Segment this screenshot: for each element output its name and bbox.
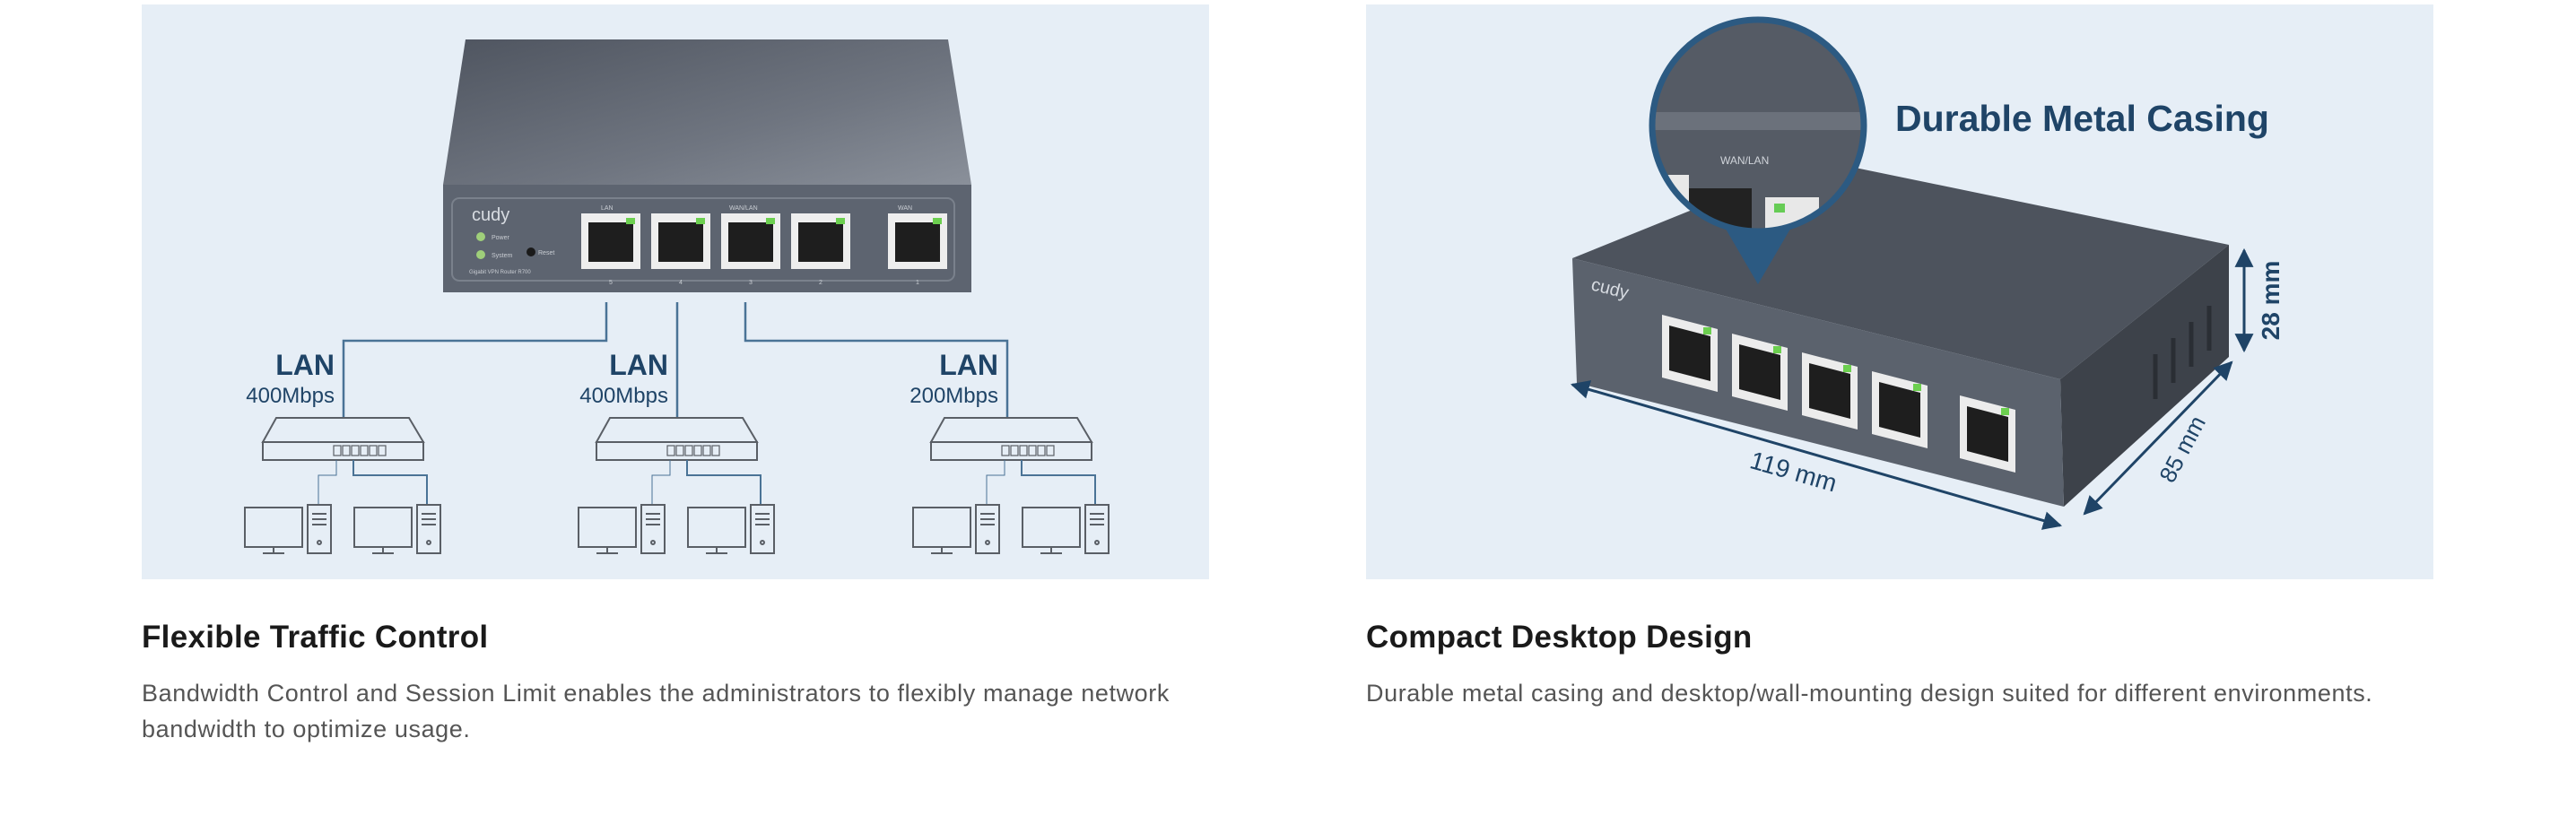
model-label: Gigabit VPN Router R700 [469,270,531,275]
computer-icon [912,504,1000,554]
ethernet-port: 2 [791,213,850,286]
switch-icon [261,417,425,461]
computer-icon [244,504,332,554]
ethernet-port [1662,315,1718,392]
feature-description: Bandwidth Control and Session Limit enab… [142,680,1170,742]
zoom-wanlan-label: WAN/LAN [1720,154,1769,167]
ethernet-port: 4 [651,213,710,286]
router-device: cudy Power System Reset Gigabit VPN Rout… [443,39,971,292]
ethernet-port: 5 [581,213,640,286]
reset-label: Reset [538,250,554,256]
speed-label: 400Mbps [246,384,335,408]
brand-logo: cudy [472,205,509,225]
zoom-callout: WAN/LAN [1649,16,1867,284]
system-led-label: System [492,253,513,259]
height-label: 28 mm [2257,261,2284,341]
computer-icon [1022,504,1110,554]
wan-port-label: WAN [898,205,912,212]
computer-icon [578,504,666,554]
lan-branch: LAN 400Mbps [244,349,441,554]
port-number: 1 [916,280,919,286]
power-led-label: Power [492,235,510,241]
computer-icon [353,504,441,554]
port-number: 4 [679,280,683,286]
port-number: 5 [609,280,613,286]
feature-description: Durable metal casing and desktop/wall-mo… [1366,680,2373,707]
network-topology: LAN 400Mbps LAN 400Mbps LAN 200Mbps [244,302,1110,554]
traffic-control-diagram: cudy Power System Reset Gigabit VPN Rout… [142,4,1209,579]
feature-title: Compact Desktop Design [1366,620,1753,655]
port-number: 2 [819,280,822,286]
lan-branch: LAN 400Mbps [578,349,775,554]
lan-label: LAN [939,349,998,381]
router-device-3d: cudy [1572,160,2229,507]
lan-label: LAN [609,349,668,381]
dimension-height: 28 mm [2234,247,2284,353]
switch-icon [929,417,1093,461]
ethernet-port: 3 [721,213,780,286]
wanlan-port-label: WAN/LAN [729,205,758,212]
ethernet-port: 1 [888,213,947,286]
lan-port-label: LAN [601,205,614,212]
speed-label: 200Mbps [909,384,998,408]
port-number: 3 [749,280,753,286]
width-label: 119 mm [1747,446,1841,497]
feature-card-compact-design: cudy WAN/LAN Durable Metal Casing 28 mm … [1366,4,2433,711]
lan-label: LAN [275,349,335,381]
image-heading: Durable Metal Casing [1895,98,2269,139]
compact-design-image: cudy WAN/LAN Durable Metal Casing 28 mm … [1366,4,2433,579]
computer-icon [687,504,775,554]
speed-label: 400Mbps [579,384,668,408]
feature-card-traffic-control: cudy Power System Reset Gigabit VPN Rout… [142,4,1209,747]
feature-title: Flexible Traffic Control [142,620,489,655]
lan-branch: LAN 200Mbps [909,349,1110,554]
switch-icon [595,417,759,461]
depth-label: 85 mm [2154,412,2211,487]
